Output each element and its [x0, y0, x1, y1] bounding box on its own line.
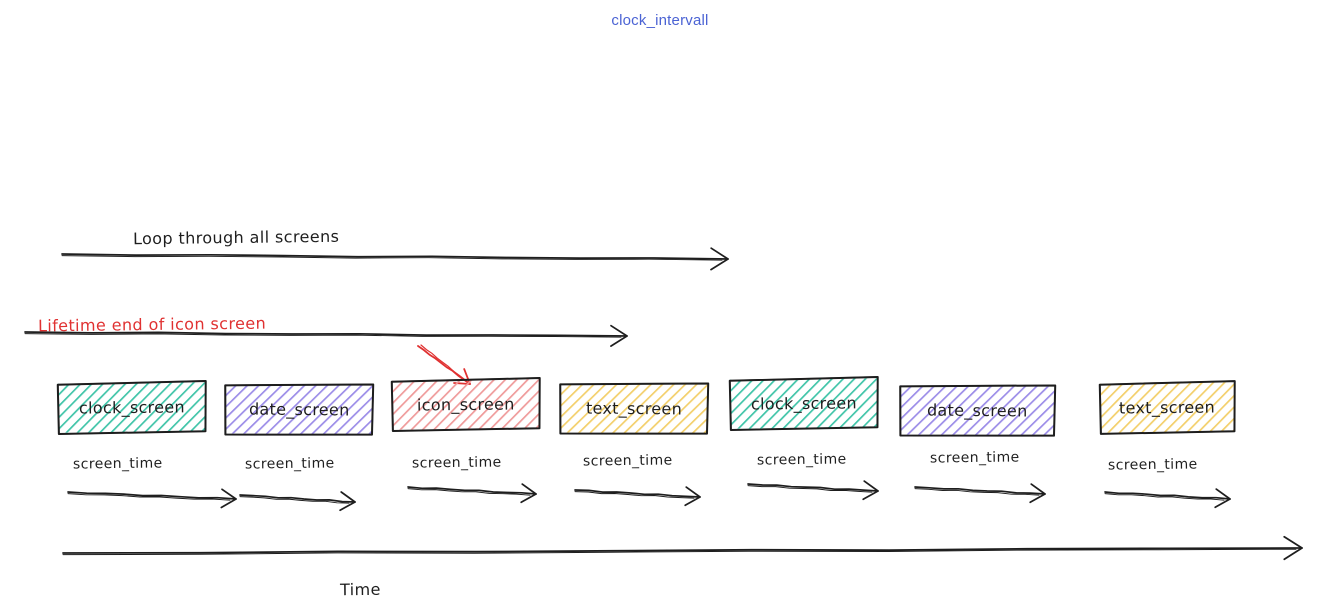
screen-box-clock-screen-5[interactable]: clock_screen [728, 376, 879, 431]
screen-box-label: date_screen [927, 400, 1028, 421]
screen-box-label: clock_screen [78, 397, 186, 418]
screen-box-outline [390, 377, 541, 432]
lifetime-end-of-icon-screen-label: Lifetime end of icon screen [37, 313, 267, 336]
time-axis-label: Time [339, 579, 381, 600]
screen-time-label-5: screen_time [756, 451, 847, 469]
screen-box-date-screen-6[interactable]: date_screen [899, 384, 1057, 437]
screen-box-outline [899, 384, 1057, 437]
page-title: clock_intervall [611, 12, 709, 29]
screen-time-label-3: screen_time [411, 454, 502, 472]
screen-box-label: clock_screen [750, 393, 858, 414]
screen-box-label: text_screen [585, 398, 683, 419]
screen-box-label: date_screen [248, 399, 350, 420]
loop-through-all-screens-label: Loop through all screens [132, 226, 340, 249]
screen-box-label: icon_screen [417, 394, 515, 415]
screen-box-outline [559, 382, 710, 435]
screen-box-text-screen-7[interactable]: text_screen [1098, 380, 1236, 435]
screen-box-text-screen-4[interactable]: text_screen [559, 382, 710, 435]
screen-box-label: text_screen [1119, 397, 1216, 418]
screen-time-label-7: screen_time [1107, 456, 1198, 474]
screen-time-label-4: screen_time [582, 452, 673, 470]
screen-box-outline [1098, 380, 1236, 435]
screen-box-icon-screen-3[interactable]: icon_screen [390, 377, 541, 432]
screen-box-clock-screen-1[interactable]: clock_screen [56, 380, 207, 435]
screen-box-outline [224, 383, 375, 436]
screen-box-outline [56, 380, 207, 435]
screen-time-label-1: screen_time [72, 455, 163, 473]
screen-time-label-6: screen_time [929, 449, 1020, 467]
screen-time-label-2: screen_time [244, 455, 335, 473]
screen-box-date-screen-2[interactable]: date_screen [224, 383, 375, 436]
screen-box-outline [728, 376, 879, 431]
